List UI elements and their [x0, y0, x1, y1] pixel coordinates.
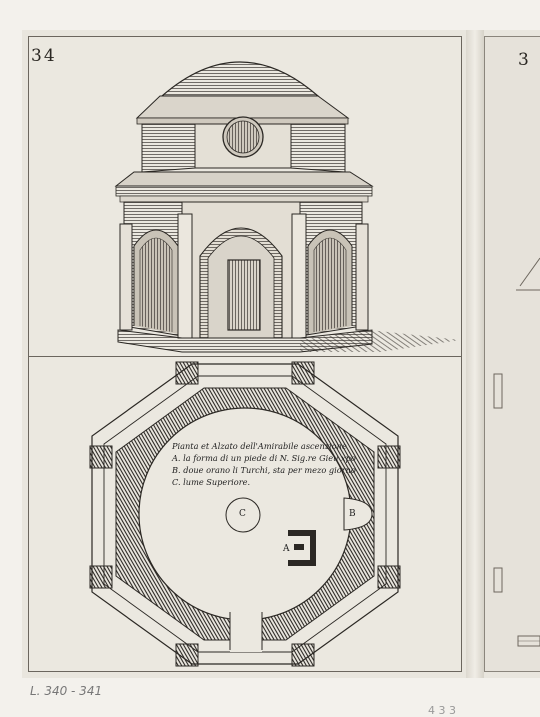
- plan-label-c: C: [239, 509, 246, 519]
- caption-title: Pianta et Alzato dell'Amirabile ascenzio…: [172, 441, 347, 451]
- right-plate-drawing: [493, 257, 540, 647]
- plan-label-b: B: [349, 509, 356, 519]
- caption-line-b: B. doue orano li Turchi, sta per mezo gi…: [172, 465, 356, 475]
- elevation-drawing: [114, 61, 460, 353]
- caption-line-a: A. la forma di un piede di N. Sig.re Gie…: [172, 453, 356, 463]
- plan-caption: Pianta et Alzato dell'Amirabile ascenzio…: [172, 440, 356, 488]
- plan-drawing: [89, 361, 401, 667]
- plate-number-left: 34: [31, 46, 57, 66]
- plate-divider: [28, 356, 462, 357]
- corner-pencil-note: 4 3 3: [428, 704, 456, 717]
- caption-line-c: C. lume Superiore.: [172, 477, 251, 487]
- plan-label-a: A: [283, 544, 290, 554]
- plate-number-right: 3: [518, 50, 531, 70]
- engraving-plate-right: [484, 36, 540, 672]
- page-fold: [466, 30, 484, 678]
- pencil-inventory-note: L. 340 - 341: [30, 684, 103, 698]
